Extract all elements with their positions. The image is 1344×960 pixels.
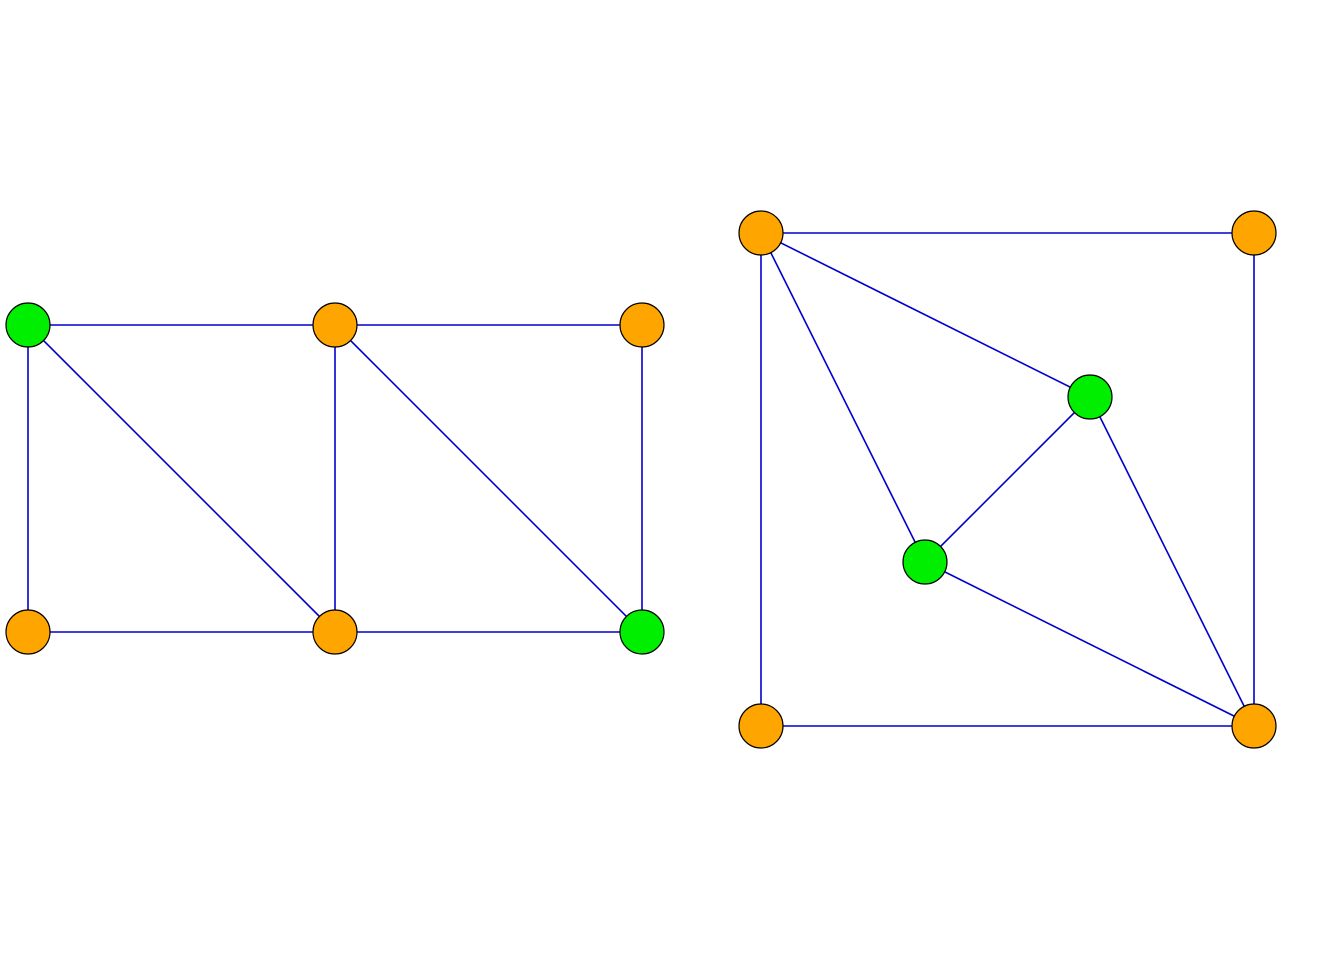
left-graph-edge-a-e — [27, 324, 336, 633]
left-graph-node-d-orange — [5, 609, 51, 655]
left-graph — [5, 302, 665, 655]
right-graph-edge-r-s — [924, 396, 1091, 563]
right-graph-node-r-green — [1067, 374, 1113, 420]
left-graph-nodes — [5, 302, 665, 655]
right-graph-node-t-orange — [738, 703, 784, 749]
left-graph-node-a-green — [5, 302, 51, 348]
left-graph-node-f-green — [619, 609, 665, 655]
right-graph-node-u-orange — [1231, 703, 1277, 749]
right-graph-edge-p-s — [760, 232, 926, 563]
right-graph-nodes — [738, 210, 1277, 749]
right-graph-edge-s-u — [924, 561, 1255, 727]
right-graph — [738, 210, 1277, 749]
left-graph-node-b-orange — [312, 302, 358, 348]
left-graph-node-e-orange — [312, 609, 358, 655]
left-graph-edges — [27, 324, 643, 633]
right-graph-edges — [760, 232, 1255, 727]
right-graph-edge-r-u — [1089, 396, 1255, 727]
right-graph-node-s-green — [902, 539, 948, 585]
left-graph-edge-b-f — [334, 324, 643, 633]
left-graph-node-c-orange — [619, 302, 665, 348]
right-graph-node-q-orange — [1231, 210, 1277, 256]
right-graph-edge-p-r — [760, 232, 1091, 398]
right-graph-node-p-orange — [738, 210, 784, 256]
